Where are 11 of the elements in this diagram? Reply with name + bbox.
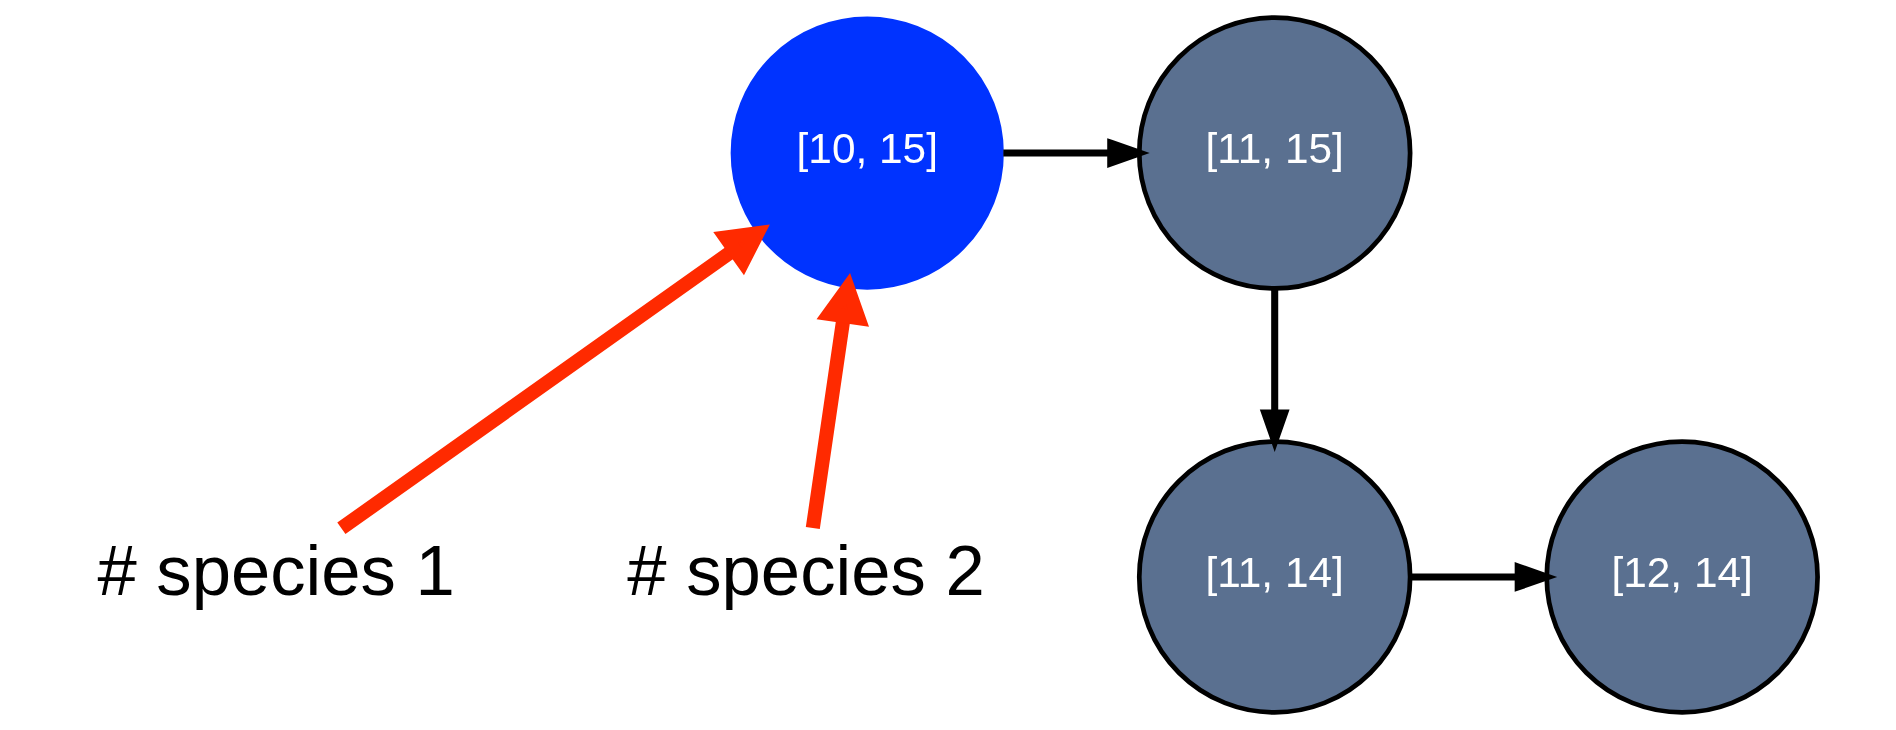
node-circle: [12, 14]: [1543, 439, 1820, 715]
arrow: [1002, 138, 1150, 168]
node-circle: [10, 15]: [730, 16, 1004, 290]
arrow: [1259, 289, 1290, 453]
node-text: # species 1: [96, 530, 455, 610]
arrow: [1410, 562, 1557, 592]
node-text: # species 2: [626, 530, 985, 610]
arrow: [805, 273, 869, 529]
node-circle: [11, 14]: [1136, 439, 1412, 715]
node-circle: [11, 15]: [1136, 15, 1412, 291]
arrow: [336, 224, 770, 535]
